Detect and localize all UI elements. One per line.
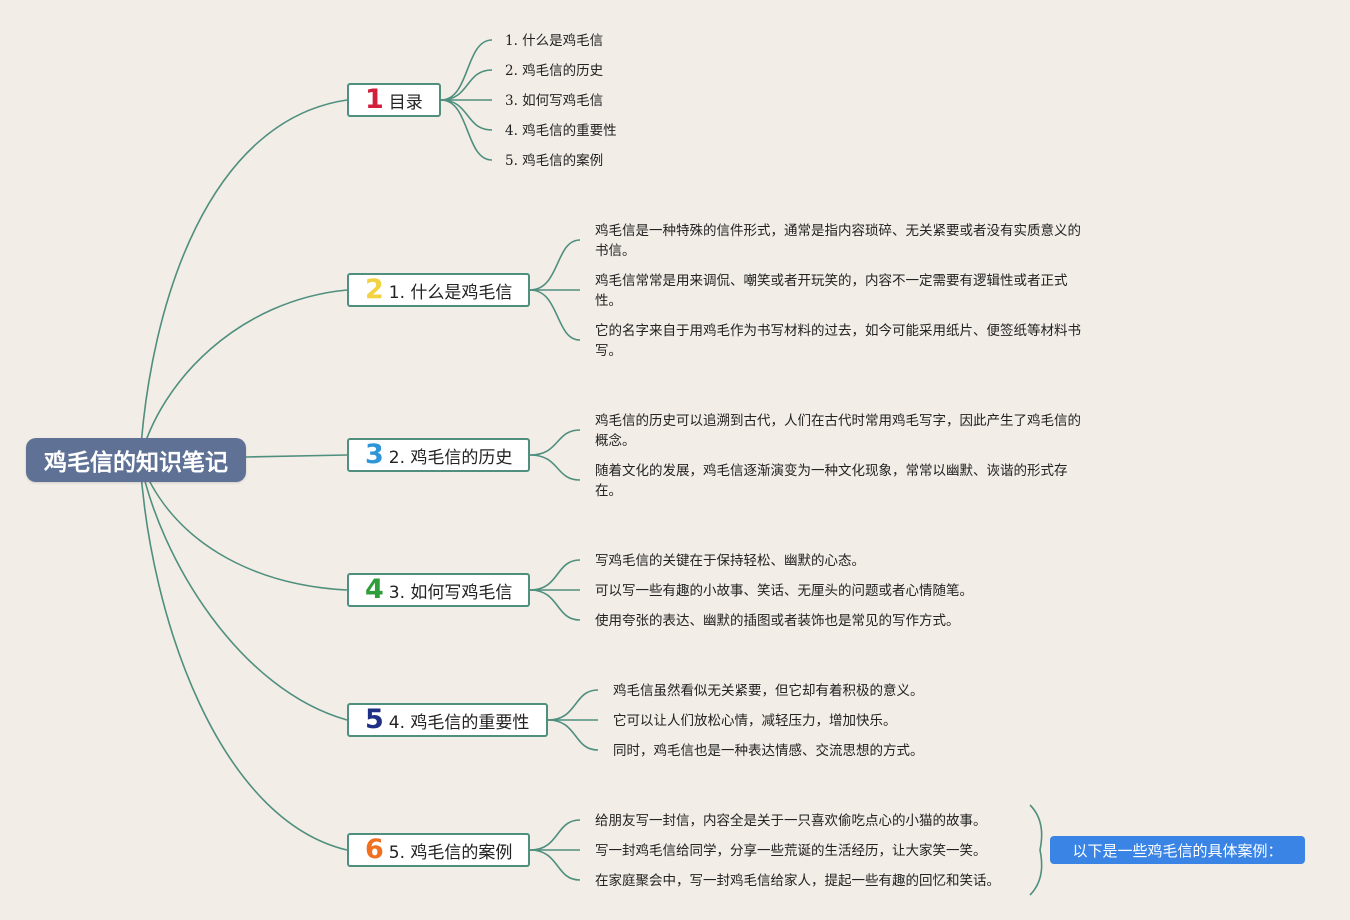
root-topic[interactable]: 鸡毛信的知识笔记 <box>26 438 246 482</box>
b5-link-3 <box>547 719 599 751</box>
root-link-2 <box>139 289 348 461</box>
leaf-text[interactable]: 写一封鸡毛信给同学，分享一些荒诞的生活经历，让大家笑一笑。 <box>595 843 987 859</box>
branch-toc[interactable]: 1 目录 <box>347 83 441 117</box>
b2-link-1 <box>529 239 581 291</box>
b6-link-3 <box>529 849 581 881</box>
leaf-text[interactable]: 随着文化的发展，鸡毛信逐渐演变为一种文化现象，常常以幽默、诙谐的形式存在。 <box>595 463 1068 499</box>
leaf-text[interactable]: 它的名字来自于用鸡毛作为书写材料的过去，如今可能采用纸片、便签纸等材料书写。 <box>595 323 1081 359</box>
leaf-text[interactable]: 在家庭聚会中，写一封鸡毛信给家人，提起一些有趣的回忆和笑话。 <box>595 873 1000 889</box>
branch-label: 4. 鸡毛信的重要性 <box>388 712 530 733</box>
number-4-icon: 4 <box>365 573 384 605</box>
summary-brace <box>1029 804 1043 896</box>
leaf-text[interactable]: 鸡毛信常常是用来调侃、嘲笑或者开玩笑的，内容不一定需要有逻辑性或者正式性。 <box>595 273 1068 309</box>
root-link-6 <box>139 459 348 851</box>
toc-item[interactable]: 2. 鸡毛信的历史 <box>505 63 604 79</box>
leaf-text[interactable]: 可以写一些有趣的小故事、笑话、无厘头的问题或者心情随笔。 <box>595 583 973 599</box>
number-2-icon: 2 <box>365 273 384 305</box>
root-link-5 <box>139 459 348 721</box>
summary-callout[interactable]: 以下是一些鸡毛信的具体案例： <box>1050 836 1305 864</box>
leaf-text[interactable]: 写鸡毛信的关键在于保持轻松、幽默的心态。 <box>595 553 865 569</box>
b1-link-5 <box>440 99 493 161</box>
leaf-text[interactable]: 鸡毛信是一种特殊的信件形式，通常是指内容琐碎、无关紧要或者没有实质意义的书信。 <box>595 223 1081 259</box>
root-link-3 <box>245 454 348 458</box>
leaf-text[interactable]: 给朋友写一封信，内容全是关于一只喜欢偷吃点心的小猫的故事。 <box>595 813 987 829</box>
b5-link-1 <box>547 689 599 721</box>
branch-label: 2. 鸡毛信的历史 <box>388 447 513 468</box>
root-link-1 <box>139 99 348 461</box>
toc-item[interactable]: 4. 鸡毛信的重要性 <box>505 123 617 139</box>
b3-link-1 <box>529 429 581 456</box>
branch-history[interactable]: 3 2. 鸡毛信的历史 <box>347 438 530 472</box>
leaf-text[interactable]: 鸡毛信虽然看似无关紧要，但它却有着积极的意义。 <box>613 683 924 699</box>
branch-label: 1. 什么是鸡毛信 <box>388 282 513 303</box>
number-1-icon: 1 <box>365 83 384 115</box>
b4-link-1 <box>529 559 581 591</box>
leaf-text[interactable]: 同时，鸡毛信也是一种表达情感、交流思想的方式。 <box>613 743 924 759</box>
leaf-text[interactable]: 鸡毛信的历史可以追溯到古代，人们在古代时常用鸡毛写字，因此产生了鸡毛信的概念。 <box>595 413 1081 449</box>
leaf-text[interactable]: 它可以让人们放松心情，减轻压力，增加快乐。 <box>613 713 897 729</box>
b2-link-3 <box>529 289 581 341</box>
b1-link-2 <box>440 69 493 101</box>
b1-link-4 <box>440 99 493 131</box>
leaf-text[interactable]: 使用夸张的表达、幽默的插图或者装饰也是常见的写作方式。 <box>595 613 960 629</box>
toc-item[interactable]: 1. 什么是鸡毛信 <box>505 33 604 49</box>
branch-label: 5. 鸡毛信的案例 <box>388 842 513 863</box>
branch-importance[interactable]: 5 4. 鸡毛信的重要性 <box>347 703 548 737</box>
b3-link-2 <box>529 454 581 481</box>
branch-how-to-write[interactable]: 4 3. 如何写鸡毛信 <box>347 573 530 607</box>
branch-examples[interactable]: 6 5. 鸡毛信的案例 <box>347 833 530 867</box>
branch-label: 目录 <box>388 92 423 113</box>
toc-item[interactable]: 5. 鸡毛信的案例 <box>505 153 604 169</box>
branch-label: 3. 如何写鸡毛信 <box>388 582 513 603</box>
number-3-icon: 3 <box>365 438 384 470</box>
toc-item[interactable]: 3. 如何写鸡毛信 <box>505 93 604 109</box>
b1-link-1 <box>440 39 493 101</box>
branch-what-is[interactable]: 2 1. 什么是鸡毛信 <box>347 273 530 307</box>
b4-link-3 <box>529 589 581 621</box>
number-5-icon: 5 <box>365 703 384 735</box>
number-6-icon: 6 <box>365 833 384 865</box>
b6-link-1 <box>529 819 581 851</box>
